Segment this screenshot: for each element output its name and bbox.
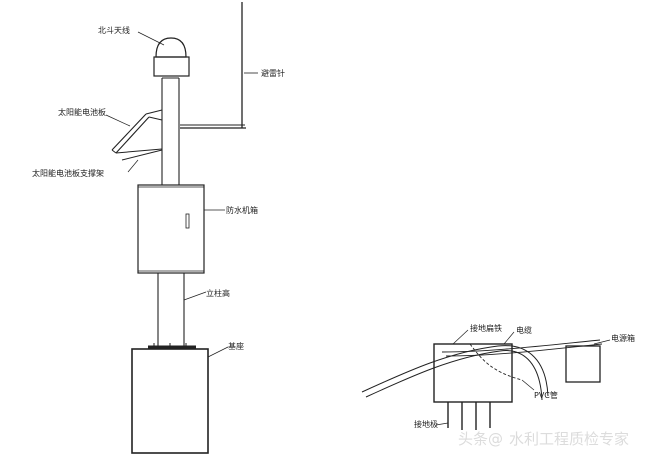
- watermark: 头条@ 水利工程质检专家: [458, 430, 629, 448]
- leader-lines-left: [105, 31, 229, 358]
- watermark-prefix: 头条@: [458, 430, 503, 448]
- power-supply-box-label: 电源箱: [611, 333, 635, 343]
- solar-panel: [111, 109, 163, 154]
- solar-panel-bracket-label: 太阳能电池板支撑架: [32, 168, 104, 178]
- base: [131, 343, 209, 454]
- solar-panel-label: 太阳能电池板: [58, 107, 106, 117]
- grounding-flat-iron-label: 接地扁铁: [470, 323, 502, 333]
- pvc-pipe: [469, 343, 523, 381]
- lightning-rod: [180, 2, 258, 129]
- pole-height-label: 立柱高: [206, 288, 230, 298]
- base-label: 基座: [228, 341, 244, 351]
- pvc-pipe-label: PVC管: [534, 390, 558, 400]
- waterproof-box-label: 防水机箱: [226, 205, 258, 215]
- grounding-flat-iron: [361, 345, 549, 401]
- beidou-antenna-label: 北斗天线: [98, 25, 130, 35]
- cable: [441, 339, 603, 357]
- leader-lines-right: [435, 329, 611, 426]
- cable-label: 电缆: [516, 325, 532, 335]
- ground-rod-label: 接地极: [414, 419, 438, 429]
- lightning-rod-label: 避雷针: [261, 68, 285, 78]
- ground-rods: [447, 402, 491, 430]
- mounting-pole: [157, 77, 185, 346]
- solar-panel-bracket: [115, 116, 163, 161]
- watermark-name: 水利工程质检专家: [509, 430, 629, 448]
- beidou-antenna: [153, 37, 190, 77]
- waterproof-box: [137, 184, 205, 274]
- ground-well: [433, 343, 513, 403]
- power-supply-box: [565, 345, 601, 383]
